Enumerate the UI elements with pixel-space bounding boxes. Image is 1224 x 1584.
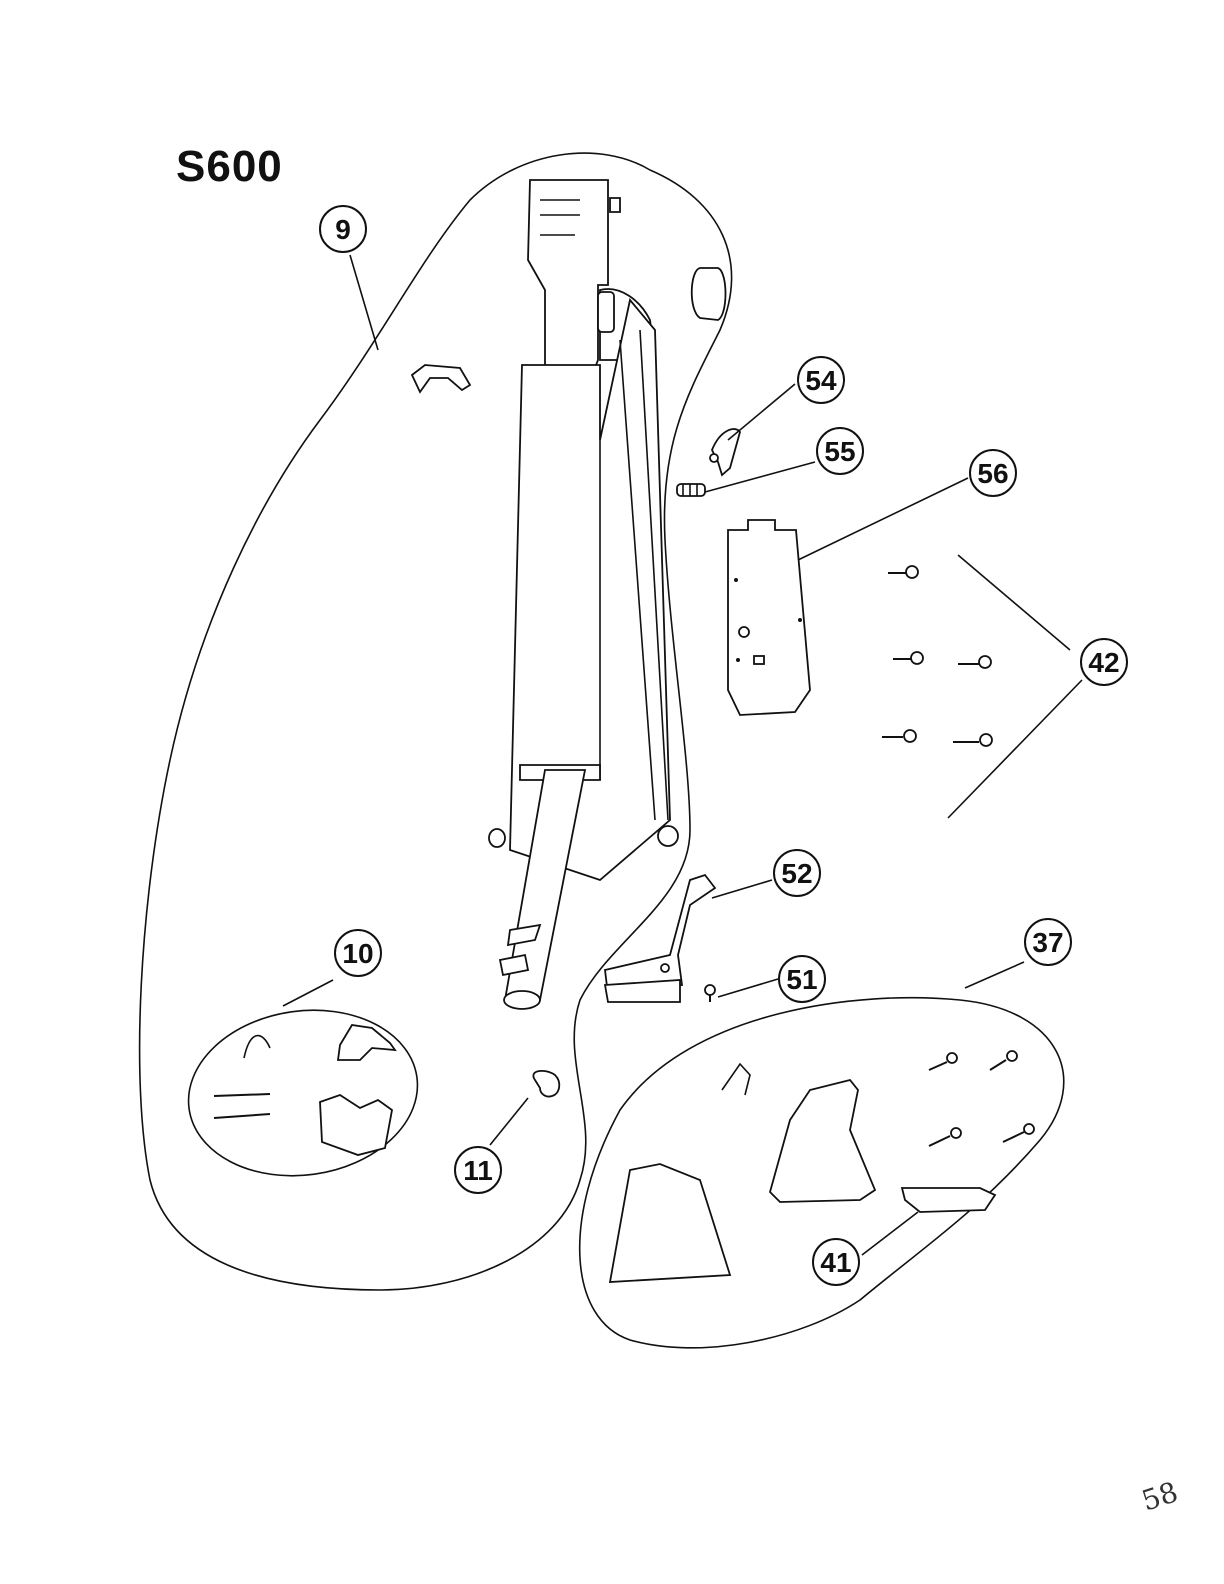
callout-9-text: 9 [335, 214, 351, 245]
wire-hook-part [410, 364, 472, 394]
leader-42b [947, 679, 1083, 819]
callout-11: 11 [454, 1146, 502, 1194]
model-title: S600 [176, 142, 283, 191]
part-52-pedal [603, 873, 717, 1003]
part-54-latch [711, 428, 741, 477]
leader-52 [711, 879, 773, 899]
callout-54-text: 54 [805, 365, 837, 396]
callout-55: 55 [816, 427, 864, 475]
leader-51 [717, 978, 779, 998]
upper-handle-assembly [488, 179, 679, 1010]
callout-52-text: 52 [781, 858, 812, 889]
callout-42-text: 42 [1088, 647, 1119, 678]
callout-41: 41 [812, 1238, 860, 1286]
part-42-screws [882, 565, 993, 747]
leader-37 [964, 961, 1025, 989]
group-outline-10 [187, 1009, 419, 1177]
callout-37: 37 [1024, 918, 1072, 966]
callout-11-text: 11 [463, 1155, 493, 1186]
callout-56: 56 [969, 449, 1017, 497]
group-37-parts [608, 1050, 1035, 1283]
callout-42: 42 [1080, 638, 1128, 686]
callout-51-text: 51 [786, 964, 817, 995]
callout-9: 9 [319, 205, 367, 253]
leader-55 [704, 461, 816, 493]
callout-37-text: 37 [1032, 927, 1063, 958]
callout-54: 54 [797, 356, 845, 404]
leader-10 [282, 979, 334, 1007]
callout-10: 10 [334, 929, 382, 977]
part-11-clip [532, 1069, 561, 1098]
leader-9 [349, 254, 379, 351]
leader-54 [727, 383, 796, 441]
callout-52: 52 [773, 849, 821, 897]
group-10-parts [213, 1024, 397, 1156]
leader-41 [861, 1211, 919, 1256]
part-55-spring [676, 483, 706, 497]
callout-51: 51 [778, 955, 826, 1003]
callout-10-text: 10 [342, 938, 373, 969]
callout-56-text: 56 [977, 458, 1008, 489]
leader-56 [797, 477, 969, 561]
callout-55-text: 55 [824, 436, 855, 467]
group-outline-9 [138, 152, 733, 1291]
leader-11 [489, 1097, 529, 1146]
handle-loop-part [690, 267, 727, 321]
leader-42a [957, 554, 1071, 651]
callout-41-text: 41 [820, 1247, 851, 1278]
group-outline-37 [578, 996, 1065, 1349]
part-56-plate [727, 519, 811, 716]
part-51-screw [704, 984, 716, 1002]
